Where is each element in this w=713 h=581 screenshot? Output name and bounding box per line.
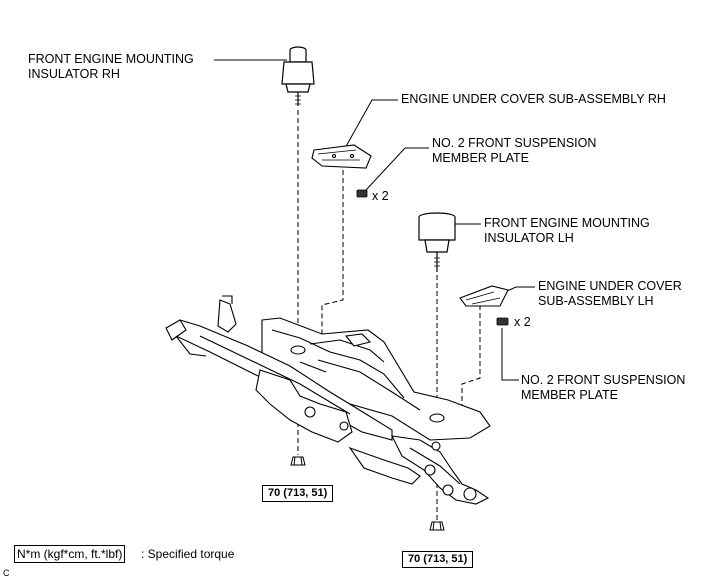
multiplier-bottom: x 2 (514, 315, 531, 329)
insulator-rh-part (281, 46, 315, 106)
leader-plate-bottom (501, 328, 519, 381)
legend-unit-box: N*m (kgf*cm, ft.*lbf) (14, 545, 126, 563)
plate-bottom-part (496, 317, 509, 326)
leader-plate-top (365, 147, 429, 191)
leader-under-cover-rh (343, 99, 398, 151)
label-plate-top: NO. 2 FRONT SUSPENSION MEMBER PLATE (432, 136, 597, 165)
dash-cover-rh (321, 170, 344, 335)
plate-top-part (356, 189, 368, 198)
nut-left (290, 456, 306, 466)
nut-right (429, 521, 445, 531)
label-insulator-lh: FRONT ENGINE MOUNTING INSULATOR LH (484, 216, 650, 245)
label-insulator-rh: FRONT ENGINE MOUNTING INSULATOR RH (28, 52, 194, 81)
label-under-cover-lh: ENGINE UNDER COVER SUB-ASSEMBLY LH (538, 279, 682, 308)
dash-cover-lh (461, 305, 481, 410)
legend-description: : Specified torque (141, 547, 235, 561)
label-under-cover-rh: ENGINE UNDER COVER SUB-ASSEMBLY RH (401, 92, 666, 106)
label-plate-bottom: NO. 2 FRONT SUSPENSION MEMBER PLATE (521, 373, 686, 402)
insulator-lh-part (418, 212, 456, 272)
torque-spec-right: 70 (713, 51) (402, 551, 474, 568)
under-cover-lh-part (459, 285, 509, 307)
suspension-member-part (165, 295, 491, 505)
multiplier-top: x 2 (372, 189, 389, 203)
figure-code: C (3, 568, 10, 578)
under-cover-rh-part (311, 144, 372, 169)
torque-spec-left: 70 (713, 51) (262, 485, 334, 502)
